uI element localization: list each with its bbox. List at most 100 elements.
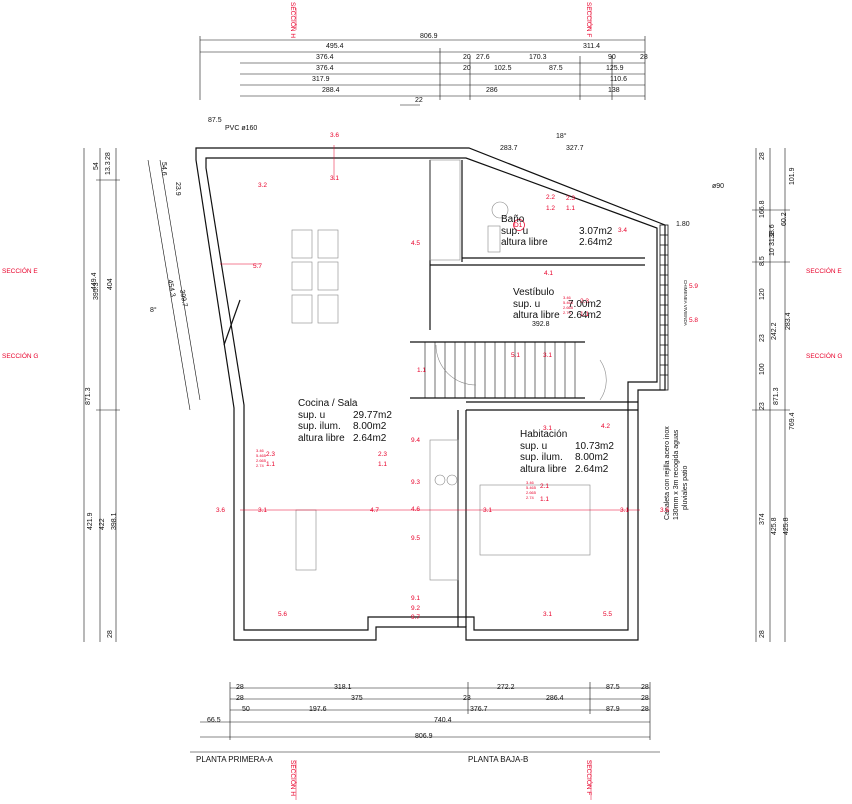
room-name: Vestíbulo (513, 287, 555, 298)
dim-text: 454.3 (166, 279, 176, 298)
dim-text: 23.9 (174, 182, 181, 196)
level-text: 5.465 (526, 485, 537, 490)
plan-title-left: PLANTA PRIMERA-A (196, 755, 273, 764)
dim-text: 495.4 (326, 43, 344, 50)
red-label: 4.1 (544, 270, 553, 277)
dim-text: 283.7 (500, 145, 518, 152)
red-label: 3.6 (216, 507, 225, 514)
dim-text: 769.4 (789, 412, 796, 430)
dim-text: 28 (641, 706, 649, 713)
room-attr-value: 2.64m2 (575, 463, 609, 475)
dim-text: 8° (150, 306, 157, 314)
red-label: 1.1 (266, 461, 275, 468)
room-attr-label: altura libre (520, 463, 567, 475)
dim-text: 90 (608, 54, 616, 61)
dim-text: 100 (759, 363, 766, 375)
red-label: D1 (514, 222, 523, 229)
room-attr-label: sup. ilum. (298, 421, 341, 432)
level-text: 3.46 (256, 448, 265, 453)
dim-text: 28 (759, 152, 766, 160)
room-attr-value: 29.77m2 (353, 409, 392, 421)
red-label: 9.5 (411, 535, 420, 542)
dim-text: 8.5 (759, 256, 766, 266)
red-label: 5.8 (689, 317, 698, 324)
dim-text: 50 (242, 706, 250, 713)
dim-text: 170.3 (529, 54, 547, 61)
dim-text: 10 (769, 248, 776, 256)
red-label: 2.3 (378, 451, 387, 458)
dim-text: 425.8 (783, 517, 790, 535)
level-text: 3.46 (526, 480, 535, 485)
dim-text: 398.1 (111, 512, 118, 530)
red-label: 1.2 (546, 205, 555, 212)
dim-text: 23 (759, 402, 766, 410)
room-name: Baño (501, 214, 525, 225)
dim-text: 740.4 (434, 717, 452, 724)
dim-text: 13.3 (105, 161, 112, 175)
red-label: 4.2 (601, 423, 610, 430)
section-label: SECCIÓN G (806, 351, 842, 360)
section-label: SECCIÓN H (289, 760, 298, 796)
gutter-note: Canaleta con rejilla acero inox (664, 426, 671, 520)
section-label: SECCIÓN F (585, 2, 594, 37)
red-label: 9.3 (411, 479, 420, 486)
dim-text: 27.6 (476, 54, 490, 61)
red-label: 1.1 (566, 205, 575, 212)
dim-text: 288.4 (322, 87, 340, 94)
dim-text: 272.2 (497, 684, 515, 691)
red-label: 9.4 (411, 437, 420, 444)
room-attr-value: 2.64m2 (568, 310, 602, 321)
dim-text: 28 (640, 54, 648, 61)
red-label: 3.1 (543, 611, 552, 618)
dim-text: 28 (236, 684, 244, 691)
level-text: 2.74 (563, 310, 572, 315)
section-label: SECCIÓN E (2, 266, 38, 275)
dim-text: 28 (641, 695, 649, 702)
red-label: 4.7 (370, 507, 379, 514)
section-labels: SECCIÓN H SECCIÓN F SECCIÓN E SECCIÓN G … (2, 2, 842, 796)
section-label: SECCIÓN G (2, 351, 38, 360)
dim-text: 376.4 (316, 54, 334, 61)
dim-text: 28 (236, 695, 244, 702)
dim-text: 166.8 (759, 200, 766, 218)
dim-text: 375 (351, 695, 363, 702)
dim-text: 242.2 (771, 322, 778, 340)
level-markers: 3.46 5.465 2.665 2.74 3.46 5.465 2.665 2… (256, 295, 574, 500)
red-label: 5.5 (603, 611, 612, 618)
dim-text: 399.7 (178, 289, 188, 308)
gutter-note: 130mm x 3m recogida aguas (673, 429, 680, 520)
dim-text: 66.5 (207, 717, 221, 724)
room-attr-label: sup. ilum. (520, 452, 563, 463)
dim-text: 87.5 (549, 65, 563, 72)
chimney-label: CHIMENEA VIVIENDA (683, 280, 688, 326)
room-attr-label: sup. u (520, 440, 548, 452)
dim-text: 286 (486, 87, 498, 94)
red-label: 9.7 (411, 614, 420, 621)
level-text: 2.665 (256, 458, 267, 463)
room-attr-value: 2.64m2 (353, 432, 387, 444)
dim-text: 425.8 (771, 517, 778, 535)
room-attr-label: altura libre (501, 237, 548, 248)
red-label: 3.1 (543, 425, 552, 432)
level-text: 2.74 (526, 495, 535, 500)
dim-text: 806.9 (420, 33, 438, 40)
dim-text: 449.4 (91, 272, 98, 290)
room-attr-label: altura libre (298, 432, 345, 444)
dim-text: 138 (608, 87, 620, 94)
dim-text: 806.9 (415, 733, 433, 740)
level-text: 2.665 (526, 490, 537, 495)
red-label: 4.5 (411, 240, 420, 247)
room-attr-label: sup. u (501, 225, 529, 237)
dim-text: 22 (415, 97, 423, 104)
dim-text: 18° (556, 132, 567, 140)
dim-text: 1.80 (676, 221, 690, 228)
red-label: 3.1 (483, 507, 492, 514)
top-dimensions: 806.9 495.4 311.4 376.4 20 27.6 170.3 90… (312, 33, 648, 104)
bottom-dimensions: 28 318.1 272.2 87.5 28 28 375 23 286.4 2… (207, 684, 649, 740)
dim-text: 421.9 (87, 512, 94, 530)
level-text: 2.665 (563, 305, 574, 310)
dim-text: 31.2 (769, 232, 776, 246)
red-label: 1.1 (417, 367, 426, 374)
level-text: 2.74 (256, 463, 265, 468)
